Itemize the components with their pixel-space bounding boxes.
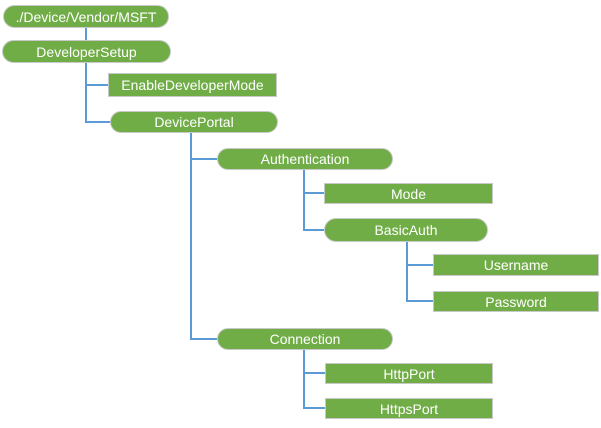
connector-line xyxy=(406,300,433,302)
connector-line xyxy=(406,242,408,302)
node-password: Password xyxy=(433,291,599,312)
connector-line xyxy=(85,63,87,123)
node-authentication: Authentication xyxy=(217,148,393,170)
node-root: ./Device/Vendor/MSFT xyxy=(3,5,169,28)
node-device-portal: DevicePortal xyxy=(110,111,278,133)
connector-line xyxy=(190,133,192,340)
node-label: HttpsPort xyxy=(379,400,439,417)
node-label: HttpPort xyxy=(383,365,435,382)
node-label: EnableDeveloperMode xyxy=(121,77,264,93)
node-mode: Mode xyxy=(324,183,493,204)
connector-line xyxy=(303,350,305,409)
node-connection: Connection xyxy=(217,328,393,350)
node-label: Connection xyxy=(269,331,341,347)
node-label: DevicePortal xyxy=(154,114,234,130)
node-http-port: HttpPort xyxy=(325,363,493,384)
node-https-port: HttpsPort xyxy=(325,398,493,419)
connector-line xyxy=(303,407,325,409)
connector-line xyxy=(406,264,433,266)
node-basic-auth: BasicAuth xyxy=(324,218,488,242)
connector-line xyxy=(85,84,108,86)
node-label: DeveloperSetup xyxy=(36,43,137,60)
node-label: ./Device/Vendor/MSFT xyxy=(15,8,157,25)
node-developer-setup: DeveloperSetup xyxy=(2,40,171,63)
node-label: Username xyxy=(483,257,549,273)
node-label: BasicAuth xyxy=(374,222,438,238)
node-label: Mode xyxy=(390,185,427,202)
connector-line xyxy=(85,121,110,123)
connector-line xyxy=(303,192,324,194)
connector-line xyxy=(303,372,325,374)
connector-line xyxy=(303,170,305,231)
node-username: Username xyxy=(433,254,599,276)
node-label: Authentication xyxy=(260,151,350,167)
connector-line xyxy=(190,338,217,340)
connector-line xyxy=(190,158,217,160)
node-label: Password xyxy=(485,293,547,310)
connector-line xyxy=(85,28,87,40)
node-enable-developer-mode: EnableDeveloperMode xyxy=(108,73,277,97)
connector-line xyxy=(303,229,324,231)
